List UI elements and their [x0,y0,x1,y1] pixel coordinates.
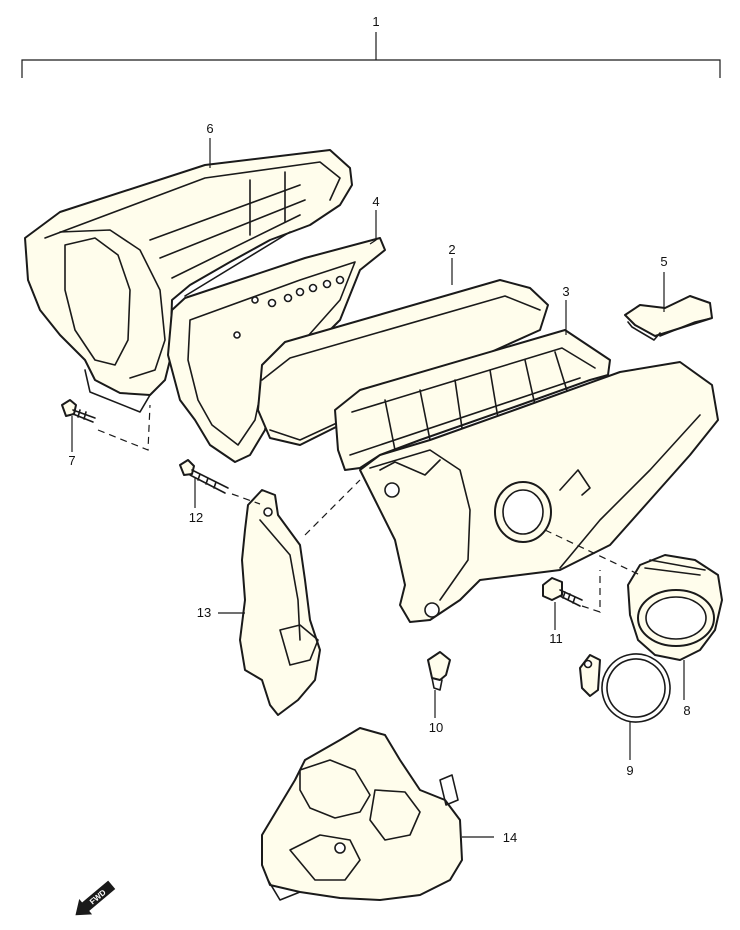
callout-7: 7 [68,453,75,468]
part-12-long-bolt [179,459,229,494]
callout-labels: 1 6 4 2 5 3 7 12 13 11 8 10 9 14 [68,14,690,845]
part-9-hose-clamp [579,653,671,723]
part-14-lower-cover [261,727,463,901]
alignment-lines [97,404,641,613]
callout-14: 14 [503,830,517,845]
callout-12: 12 [189,510,203,525]
part-11-bolt [542,577,583,607]
part-7-screw [61,399,96,423]
callout-10: 10 [429,720,443,735]
assembly-bracket [21,32,721,78]
callout-3: 3 [562,284,569,299]
callout-11: 11 [549,631,563,646]
callout-6: 6 [206,121,213,136]
callout-1: 1 [372,14,379,29]
part-5-bracket-plate [624,295,713,341]
part-13-side-bracket [239,489,321,716]
callout-9: 9 [626,763,633,778]
leader-lines [71,138,685,838]
callout-5: 5 [660,254,667,269]
part-3-element-frame [334,329,611,471]
part-8-intake-funnel [627,554,723,661]
air-cleaner-housing [359,361,719,623]
part-6-air-cleaner-case [24,149,353,413]
callout-4: 4 [372,194,379,209]
callout-13: 13 [197,605,211,620]
callout-8: 8 [683,703,690,718]
fwd-arrow-icon: FWD [75,880,116,916]
part-10-drain-plug [427,651,451,691]
callout-2: 2 [448,242,455,257]
